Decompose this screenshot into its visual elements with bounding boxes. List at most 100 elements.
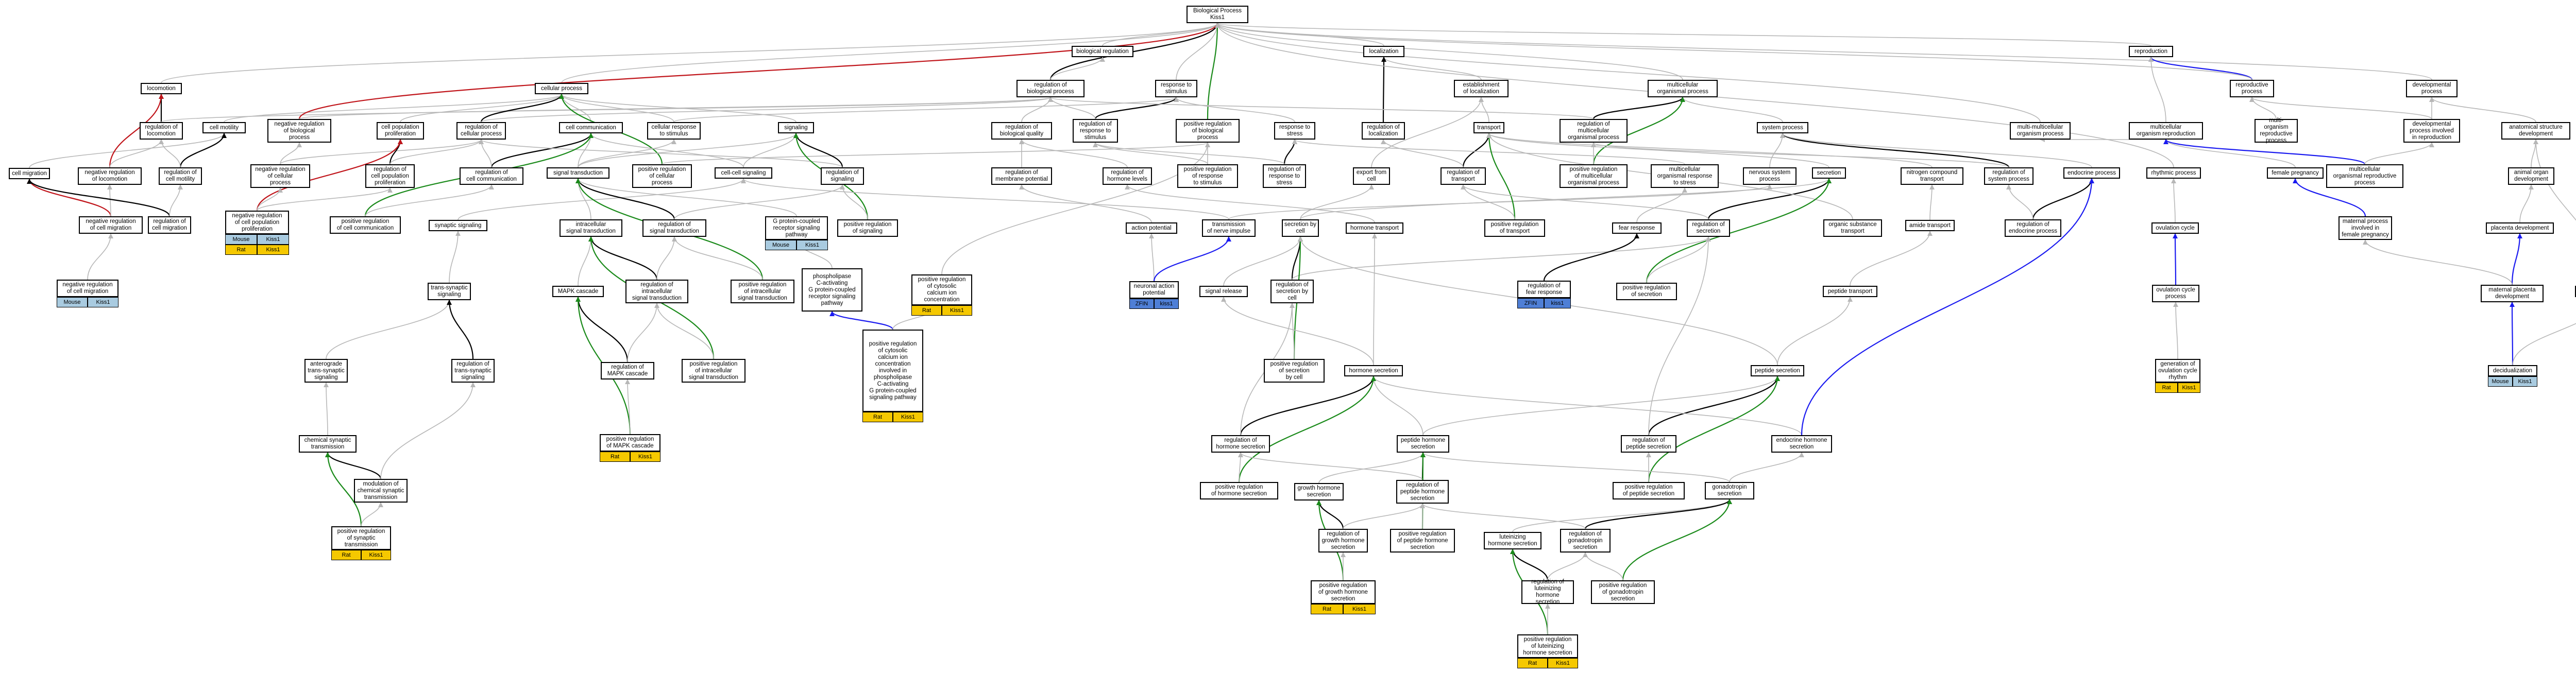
go-term-cellpopprol[interactable]: cell population proliferation [377, 122, 424, 140]
go-term-chemsyn[interactable]: chemical synaptic transmission [299, 435, 357, 453]
go-term-pepsec[interactable]: peptide secretion [1751, 365, 1804, 376]
go-term-mcop[interactable]: multicellular organismal process [1648, 80, 1718, 97]
go-term-regbq[interactable]: regulation of biological quality [991, 122, 1052, 140]
go-term-ovcycleproc[interactable]: ovulation cycle process [2152, 285, 2199, 302]
go-term-regsig[interactable]: regulation of signaling [821, 167, 864, 185]
go-term-mapk[interactable]: MAPK cascade [552, 286, 604, 297]
go-term-multiorgrepro[interactable]: multi-organism reproductive process [2255, 117, 2298, 144]
go-term-regcellmot[interactable]: regulation of cell motility [159, 167, 202, 185]
go-term-ovcycle[interactable]: ovulation cycle [2151, 222, 2199, 234]
go-term-repro[interactable]: reproduction [2129, 46, 2173, 57]
go-term-gonadsec[interactable]: gonadotropin secretion [1705, 482, 1754, 499]
go-term-posregpephorm[interactable]: positive regulation of peptide hormone s… [1390, 529, 1455, 553]
go-term-synsig[interactable]: synaptic signaling [429, 220, 487, 231]
go-term-reghormsec[interactable]: regulation of hormone secretion [1211, 435, 1270, 453]
go-term-cellcomm[interactable]: cell communication [559, 122, 623, 133]
go-term-regcellcomm[interactable]: regulation of cell communication [460, 167, 523, 185]
go-term-pephormsec[interactable]: peptide hormone secretion [1397, 435, 1449, 453]
go-term-reproproc[interactable]: reproductive process [2230, 80, 2274, 97]
go-term-posregmapk[interactable]: positive regulation of MAPK cascade [600, 434, 660, 452]
go-term-amidetrans[interactable]: amide transport [1905, 220, 1955, 231]
go-term-animalorgdev[interactable]: animal organ development [2508, 167, 2554, 185]
go-term-devproc[interactable]: developmental process [2406, 80, 2458, 97]
go-term-cellcellsig[interactable]: cell-cell signaling [715, 167, 772, 179]
go-term-matproc[interactable]: maternal process involved in female preg… [2338, 216, 2392, 240]
go-term-femalepreg[interactable]: female pregnancy [2267, 167, 2324, 179]
go-term-regcellmig[interactable]: regulation of cell migration [148, 216, 191, 234]
go-term-posregpepsec[interactable]: positive regulation of peptide secretion [1613, 482, 1685, 499]
go-term-intrasig[interactable]: intracellular signal transduction [560, 219, 622, 237]
go-term-devinrepro[interactable]: developmental process involved in reprod… [2403, 119, 2460, 143]
go-term-posreglhsec[interactable]: positive regulation of luteinizing hormo… [1517, 634, 1578, 658]
go-term-posregcytcal[interactable]: positive regulation of cytosolic calcium… [911, 274, 972, 305]
go-term-posregsecretion[interactable]: positive regulation of secretion [1616, 283, 1677, 300]
go-term-regsigtrans[interactable]: regulation of signal transduction [642, 219, 706, 237]
go-term-regendoproc[interactable]: regulation of endocrine process [2005, 219, 2061, 237]
go-term-hormsec[interactable]: hormone secretion [1344, 365, 1403, 376]
go-term-cellmot[interactable]: cell motility [202, 122, 246, 133]
go-term-negregcellproc[interactable]: negative regulation of cellular process [250, 164, 310, 188]
go-term-posregcytcalplc[interactable]: positive regulation of cytosolic calcium… [862, 330, 923, 412]
go-term-posregcellcomm[interactable]: positive regulation of cell communicatio… [330, 216, 401, 234]
go-term-regmempot[interactable]: regulation of membrane potential [991, 167, 1052, 185]
go-term-matplacentadev[interactable]: maternal placenta development [2481, 285, 2544, 302]
go-term-posregcellproc[interactable]: positive regulation of cellular process [632, 164, 692, 188]
go-term-genovrhythm[interactable]: generation of ovulation cycle rhythm [2155, 359, 2200, 383]
go-term-mmop[interactable]: multi-multicellular organism process [2010, 122, 2071, 140]
go-term-modchemsyn[interactable]: modulation of chemical synaptic transmis… [354, 479, 408, 503]
go-term-respstress[interactable]: response to stress [1274, 122, 1315, 140]
go-term-sigtrans[interactable]: signal transduction [547, 167, 609, 179]
go-term-gpcr[interactable]: G protein-coupled receptor signaling pat… [765, 216, 828, 240]
go-term-posregmcop[interactable]: positive regulation of multicellular org… [1560, 164, 1628, 188]
go-term-fearresp[interactable]: fear response [1612, 222, 1662, 234]
go-term-posreggonad[interactable]: positive regulation of gonadotropin secr… [1591, 580, 1655, 604]
go-term-negregloco[interactable]: negative regulation of locomotion [78, 167, 142, 185]
go-term-peptrans[interactable]: peptide transport [1823, 286, 1877, 297]
go-term-regghsec[interactable]: regulation of growth hormone secretion [1318, 529, 1368, 553]
go-term-endoproc[interactable]: endocrine process [2063, 167, 2120, 179]
go-term-exportcell[interactable]: export from cell [1353, 167, 1390, 185]
go-term-posregsecbycell[interactable]: positive regulation of secretion by cell [1264, 359, 1325, 383]
go-term-anterotrans[interactable]: anterograde trans-synaptic signaling [304, 359, 348, 383]
go-term-regcellpopprol[interactable]: regulation of cell population proliferat… [365, 164, 415, 188]
go-term-plc[interactable]: phospholipase C-activating G protein-cou… [802, 268, 862, 312]
go-term-regcellproc[interactable]: regulation of cellular process [456, 122, 506, 140]
go-term-bp[interactable]: Biological Process Kiss1 [1187, 6, 1248, 23]
go-term-regsyspro[interactable]: regulation of system process [1984, 167, 2033, 185]
go-term-regtranssyn[interactable]: regulation of trans-synaptic signaling [451, 359, 495, 383]
go-term-lhsec[interactable]: luteinizing hormone secretion [1484, 532, 1541, 549]
go-term-secretion[interactable]: secretion [1812, 167, 1846, 179]
go-term-nitrotrans[interactable]: nitrogen compound transport [1901, 167, 1963, 185]
go-term-regpepsec[interactable]: regulation of peptide secretion [1621, 435, 1676, 453]
go-term-negregcellmig2[interactable]: negative regulation of cell migration [57, 280, 118, 297]
go-term-regloco[interactable]: regulation of locomotion [140, 122, 183, 140]
go-term-regmcop[interactable]: regulation of multicellular organismal p… [1560, 119, 1628, 143]
go-term-posreghormsec[interactable]: positive regulation of hormone secretion [1200, 482, 1278, 499]
go-term-mcorgrespstress[interactable]: multicellular organismal response to str… [1651, 164, 1719, 188]
go-term-posregsynap[interactable]: positive regulation of synaptic transmis… [331, 526, 391, 550]
go-term-regmapk[interactable]: regulation of MAPK cascade [601, 362, 654, 379]
go-term-regsecbycell[interactable]: regulation of secretion by cell [1270, 280, 1314, 303]
go-term-secbycell[interactable]: secretion by cell [1282, 219, 1319, 237]
go-term-mcorgreproproc[interactable]: multicellular organismal reproductive pr… [2326, 164, 2403, 188]
go-term-regpephormsec[interactable]: regulation of peptide hormone secretion [1396, 480, 1449, 504]
go-term-endohormsec[interactable]: endocrine hormone secretion [1771, 435, 1832, 453]
go-term-regrespstim[interactable]: regulation of response to stimulus [1073, 119, 1118, 143]
go-term-signaling[interactable]: signaling [778, 122, 814, 133]
go-term-mcorgrepro[interactable]: multicellular organism reproduction [2129, 122, 2203, 140]
go-term-regtransport[interactable]: regulation of transport [1440, 167, 1486, 185]
go-term-hormtrans[interactable]: hormone transport [1346, 222, 1403, 234]
go-term-negregcellpop[interactable]: negative regulation of cell population p… [225, 211, 289, 234]
go-term-locomotion[interactable]: locomotion [141, 83, 182, 94]
go-term-cellmig[interactable]: cell migration [9, 168, 50, 179]
go-term-posregintrasig[interactable]: positive regulation of intracellular sig… [731, 280, 794, 303]
go-term-neuronap[interactable]: neuronal action potential [1129, 281, 1179, 299]
go-term-decid[interactable]: decidualization [2488, 365, 2537, 376]
go-term-regintrasig[interactable]: regulation of intracellular signal trans… [625, 280, 688, 303]
go-term-posregghsec[interactable]: positive regulation of growth hormone se… [1311, 580, 1376, 604]
go-term-regloc[interactable]: regulation of localization [1362, 122, 1405, 140]
go-term-anatdev[interactable]: anatomical structure development [2501, 122, 2570, 140]
go-term-breg[interactable]: biological regulation [1072, 46, 1133, 57]
go-term-sigrelease[interactable]: signal release [1199, 286, 1248, 297]
go-term-posregsig[interactable]: positive regulation of signaling [837, 219, 898, 237]
